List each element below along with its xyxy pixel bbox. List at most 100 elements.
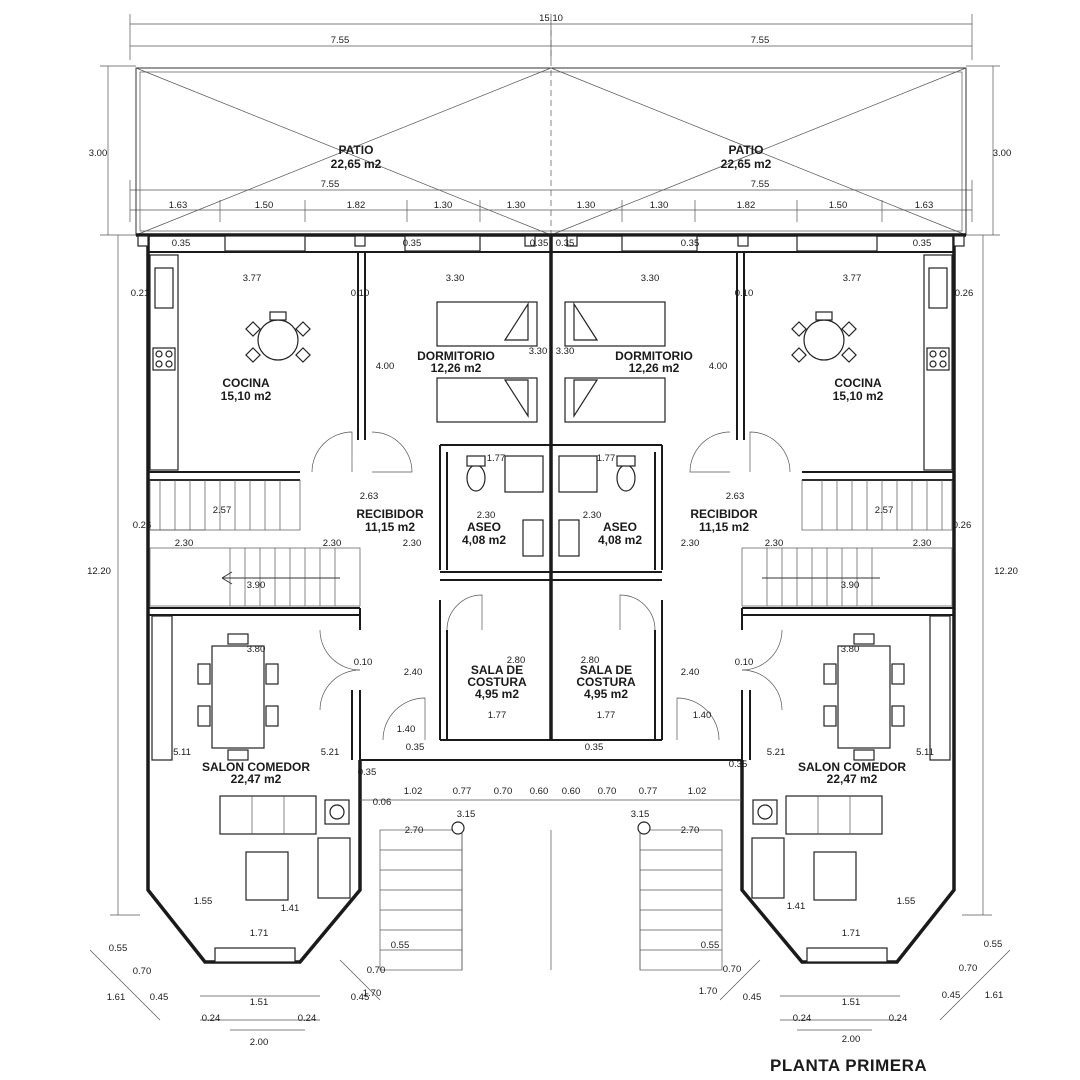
dim-wall-right-1: 0.35 bbox=[681, 238, 700, 249]
dim-half-width-right: 7.55 bbox=[751, 35, 770, 46]
dim-entry-depth-right: 1.70 bbox=[699, 986, 718, 997]
dim-dorm-width-right: 3.30 bbox=[641, 273, 660, 284]
dim-door-right: 1.40 bbox=[693, 710, 712, 721]
dim-seg-right-2: 1.30 bbox=[650, 200, 669, 211]
armchair-icon bbox=[317, 837, 351, 899]
dim-entry-c-left: 0.45 bbox=[351, 992, 370, 1003]
dim-porch-depth-left: 2.70 bbox=[405, 825, 424, 836]
dim-bay-front-right: 1.71 bbox=[842, 928, 861, 939]
room-area-recibidor-left: 11,15 m2 bbox=[365, 520, 415, 534]
furniture-right bbox=[558, 254, 953, 963]
dim-bay-width-left: 2.00 bbox=[250, 1037, 269, 1048]
round-table-icon bbox=[257, 319, 299, 361]
dim-entry-wall-left: 0.35 bbox=[406, 742, 425, 753]
room-area-sala-left: 4,95 m2 bbox=[475, 687, 519, 701]
dim-kitchen-wall-left: 0.21 bbox=[131, 288, 150, 299]
patio-area bbox=[135, 30, 967, 470]
dim-seg-left-4: 1.30 bbox=[434, 200, 453, 211]
dim-stair-length-right: 3.90 bbox=[841, 580, 860, 591]
dim-porch-depth-right: 2.70 bbox=[681, 825, 700, 836]
dim-wall-left-2: 0.35 bbox=[403, 238, 422, 249]
dim-entry-b-right: 0.70 bbox=[723, 964, 742, 975]
dim-seg-left-3: 1.82 bbox=[347, 200, 366, 211]
dim-patio-width-left: 7.55 bbox=[321, 179, 340, 190]
dim-bay-pier-right-1: 0.24 bbox=[793, 1013, 812, 1024]
dim-bay-a-right: 0.55 bbox=[984, 939, 1003, 950]
room-area-dormitorio-right: 12,26 m2 bbox=[629, 361, 680, 375]
dim-stair-run-right-1: 2.30 bbox=[765, 538, 784, 549]
dim-seg-right-3: 1.82 bbox=[737, 200, 756, 211]
plan-title: PLANTA PRIMERA bbox=[770, 1056, 928, 1075]
dim-bay-b-left: 0.70 bbox=[133, 966, 152, 977]
dim-dorm-depth-left: 4.00 bbox=[376, 361, 395, 372]
dim-cocina-width-left: 3.77 bbox=[243, 273, 262, 284]
dim-entry-c-right: 0.45 bbox=[743, 992, 762, 1003]
dim-bay-b-right: 0.70 bbox=[959, 963, 978, 974]
dim-stair-width-right: 2.57 bbox=[875, 505, 894, 516]
dim-salon-door-right: 0.10 bbox=[735, 657, 754, 668]
entrance-porch bbox=[360, 799, 742, 971]
dim-wall-mid-1: 0.35 bbox=[530, 238, 549, 249]
dim-dorm-mid-right: 3.30 bbox=[556, 346, 575, 357]
room-name-patio-left: PATIO bbox=[339, 143, 374, 157]
dim-partition-left: 0.10 bbox=[351, 288, 370, 299]
exterior-walls bbox=[136, 233, 966, 964]
dim-stair-run-left-2: 2.30 bbox=[323, 538, 342, 549]
toilet-icon bbox=[466, 464, 486, 492]
dim-depth-left: 12.20 bbox=[87, 566, 111, 577]
room-name-cocina-left: COCINA bbox=[222, 376, 270, 390]
dim-bay-front-left: 1.71 bbox=[250, 928, 269, 939]
room-area-dormitorio-left: 12,26 m2 bbox=[431, 361, 482, 375]
dim-sala-fixture-right: 1.77 bbox=[597, 710, 616, 721]
dim-seg-right-4: 1.50 bbox=[829, 200, 848, 211]
dim-aseo-fixture-left: 1.77 bbox=[487, 453, 506, 464]
cooktop-icon bbox=[152, 347, 176, 371]
room-area-patio-right: 22,65 m2 bbox=[721, 157, 772, 171]
side-dimension-lines bbox=[100, 65, 1000, 916]
room-name-salon-left: SALON COMEDOR bbox=[202, 760, 310, 774]
dim-stair-wall-right: 0.26 bbox=[953, 520, 972, 531]
dim-bay-diag-left: 1.55 bbox=[194, 896, 213, 907]
dim-kitchen-wall-right: 0.26 bbox=[955, 288, 974, 299]
dining-table-icon bbox=[211, 645, 265, 749]
interior-walls-left bbox=[148, 252, 551, 760]
room-area-patio-left: 22,65 m2 bbox=[331, 157, 382, 171]
dim-sala-width-right: 2.80 bbox=[581, 655, 600, 666]
washbasin-icon bbox=[522, 519, 544, 557]
dim-recibidor-width-right: 2.63 bbox=[726, 491, 745, 502]
dim-entry-a-right: 0.55 bbox=[701, 940, 720, 951]
dim-bay-width-right: 2.00 bbox=[842, 1034, 861, 1045]
dim-front-wall-left: 0.35 bbox=[358, 767, 377, 778]
dim-front-seg-right-4: 1.02 bbox=[688, 786, 707, 797]
dim-patio-depth-right: 3.00 bbox=[993, 148, 1012, 159]
room-area-cocina-left: 15,10 m2 bbox=[221, 389, 272, 403]
dim-half-width-left: 7.55 bbox=[331, 35, 350, 46]
dim-dorm-width-left: 3.30 bbox=[446, 273, 465, 284]
dim-salon-side-right: 5.21 bbox=[767, 747, 786, 758]
dim-salon-side-left-2: 5.21 bbox=[321, 747, 340, 758]
dim-seg-left-5: 1.30 bbox=[507, 200, 526, 211]
dim-sala-width-left: 2.80 bbox=[507, 655, 526, 666]
dim-bay-pier-left-1: 0.24 bbox=[202, 1013, 221, 1024]
dim-cocina-width-right: 3.77 bbox=[843, 273, 862, 284]
dim-seg-right-1: 1.30 bbox=[577, 200, 596, 211]
dim-recibidor-width-left: 2.63 bbox=[360, 491, 379, 502]
dim-sala-fixture-left: 1.77 bbox=[488, 710, 507, 721]
dim-dorm-depth-right: 4.00 bbox=[709, 361, 728, 372]
room-area-salon-right: 22,47 m2 bbox=[827, 772, 878, 786]
dim-setback-left: 0.06 bbox=[373, 797, 392, 808]
room-name-salon-right: SALON COMEDOR bbox=[798, 760, 906, 774]
staircase-icon bbox=[149, 479, 361, 607]
dim-seg-right-5: 1.63 bbox=[915, 200, 934, 211]
room-area-salon-left: 22,47 m2 bbox=[231, 772, 282, 786]
dim-stair-width-left: 2.57 bbox=[213, 505, 232, 516]
dim-salon-width-right: 3.80 bbox=[841, 644, 860, 655]
dim-stair-length-left: 3.90 bbox=[247, 580, 266, 591]
dim-dorm-mid-left: 3.30 bbox=[529, 346, 548, 357]
dim-patio-depth-left: 3.00 bbox=[89, 148, 108, 159]
dim-entry-b-left: 0.70 bbox=[367, 965, 386, 976]
dim-bay-window-left: 1.51 bbox=[250, 997, 269, 1008]
dim-stair-run-right-2: 2.30 bbox=[913, 538, 932, 549]
room-name-recibidor-left: RECIBIDOR bbox=[356, 507, 424, 521]
